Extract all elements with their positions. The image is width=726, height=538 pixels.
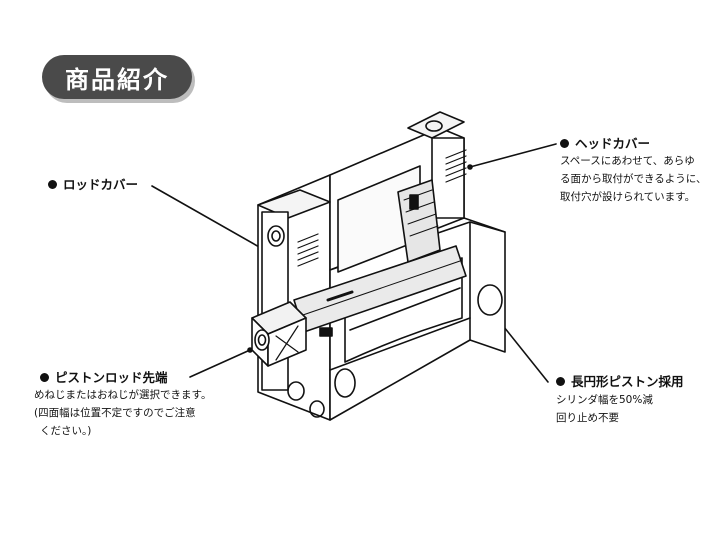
bullet-dot	[556, 377, 565, 386]
callout-piston-rod-end-description: めねじまたはおねじが選択できます。 (四面幅は位置不定ですのでご注意 ください。…	[34, 389, 212, 437]
bullet-dot	[40, 373, 49, 382]
callout-oval-piston-label: 長円形ピストン採用	[556, 375, 684, 389]
leader-line-head-cover	[467, 143, 557, 170]
leader-line-piston-rod-end	[189, 347, 253, 378]
section-title-badge: 商品紹介	[42, 55, 192, 99]
rod-end-nut	[251, 301, 307, 367]
bullet-dot	[48, 180, 57, 189]
callout-rod-cover-label: ロッドカバー	[48, 178, 138, 192]
bullet-dot	[560, 139, 569, 148]
section-title: 商品紹介	[65, 65, 169, 94]
callout-piston-rod-end-label: ピストンロッド先端	[40, 371, 168, 385]
head-cover-block	[407, 111, 467, 219]
leader-line-rod-cover	[151, 185, 271, 255]
callout-head-cover-description: スペースにあわせて、あらゆ る面から取付ができるように、 取付穴が設けられていま…	[560, 155, 707, 203]
callout-oval-piston-description: シリンダ幅を50%減 回り止め不要	[556, 394, 653, 424]
callout-head-cover-label: ヘッドカバー	[560, 137, 650, 151]
